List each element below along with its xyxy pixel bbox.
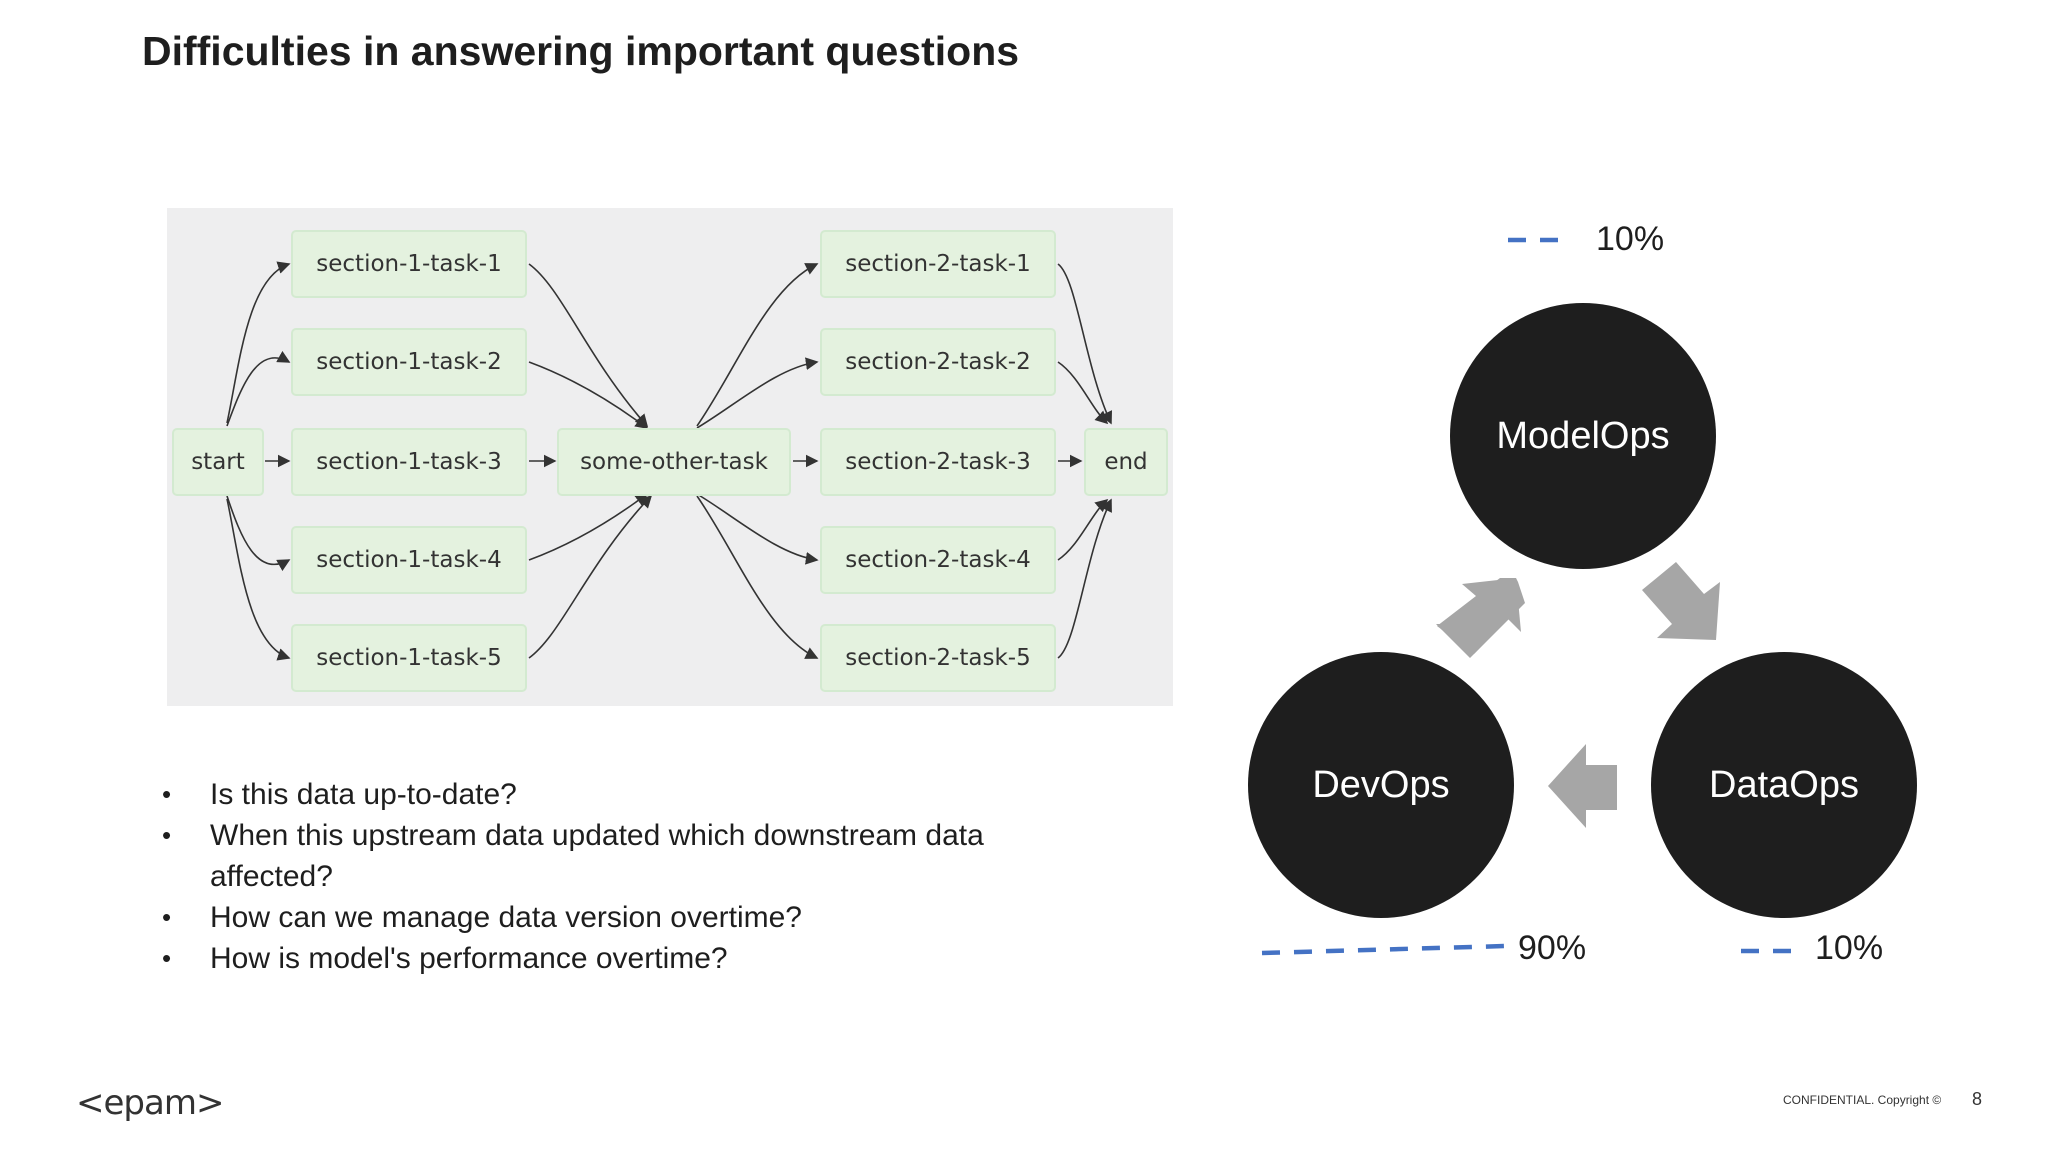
dag-diagram: start section-1-task-1 section-1-task-2 … bbox=[167, 208, 1173, 706]
edge bbox=[226, 261, 291, 424]
bullet-icon: • bbox=[162, 943, 172, 973]
dag-node-section-1-task-2: section-1-task-2 bbox=[291, 328, 527, 396]
confidential-notice: CONFIDENTIAL. Copyright © bbox=[1783, 1093, 1942, 1107]
edge bbox=[1057, 263, 1113, 425]
list-item: •Is this data up-to-date? bbox=[160, 774, 1110, 815]
edge bbox=[696, 263, 819, 427]
dag-node-some-other-task: some-other-task bbox=[557, 428, 791, 496]
edge bbox=[528, 494, 653, 659]
dag-node-section-2-task-4: section-2-task-4 bbox=[820, 526, 1056, 594]
arrow-left-icon bbox=[1548, 744, 1617, 828]
dag-node-section-1-task-1: section-1-task-1 bbox=[291, 230, 527, 298]
edge bbox=[528, 361, 649, 429]
bullet-icon: • bbox=[162, 902, 172, 932]
list-item: •How is model's performance overtime? bbox=[160, 938, 1110, 979]
dag-node-section-2-task-3: section-2-task-3 bbox=[820, 428, 1056, 496]
arrow-icons bbox=[1437, 562, 1720, 828]
dag-node-end: end bbox=[1084, 428, 1168, 496]
questions-list: •Is this data up-to-date? •When this ups… bbox=[160, 774, 1110, 979]
dataops-label: DataOps bbox=[1709, 763, 1859, 806]
slide-title: Difficulties in answering important ques… bbox=[142, 28, 1020, 74]
edge bbox=[696, 357, 819, 429]
edge bbox=[528, 263, 649, 428]
modelops-circle: ModelOps bbox=[1450, 303, 1716, 569]
page-number: 8 bbox=[1972, 1089, 1983, 1109]
edge bbox=[696, 493, 819, 565]
devops-percent: 90% bbox=[1518, 929, 1587, 967]
devops-dash-line bbox=[1261, 943, 1507, 956]
modelops-label: ModelOps bbox=[1496, 414, 1670, 457]
dag-node-section-1-task-5: section-1-task-5 bbox=[291, 624, 527, 692]
devops-label: DevOps bbox=[1312, 763, 1450, 806]
edge bbox=[528, 493, 649, 561]
arrow-up-right-icon bbox=[1437, 578, 1521, 654]
dataops-percent: 10% bbox=[1815, 929, 1884, 967]
epam-logo: <epam> bbox=[76, 1083, 224, 1123]
dag-node-section-1-task-4: section-1-task-4 bbox=[291, 526, 527, 594]
dag-node-section-2-task-5: section-2-task-5 bbox=[820, 624, 1056, 692]
bullet-icon: • bbox=[162, 820, 172, 850]
modelops-percent: 10% bbox=[1596, 220, 1665, 258]
list-item: •How can we manage data version overtime… bbox=[160, 897, 1110, 938]
dataops-circle: DataOps bbox=[1651, 652, 1917, 918]
edge bbox=[226, 495, 291, 572]
dag-node-start: start bbox=[172, 428, 264, 496]
bullet-icon: • bbox=[162, 779, 172, 809]
dag-edges bbox=[226, 261, 1113, 661]
devops-circle: DevOps bbox=[1248, 652, 1514, 918]
dag-node-section-2-task-2: section-2-task-2 bbox=[820, 328, 1056, 396]
edge bbox=[1057, 361, 1109, 425]
dag-node-section-2-task-1: section-2-task-1 bbox=[820, 230, 1056, 298]
edge bbox=[1057, 498, 1112, 659]
dag-node-section-1-task-3: section-1-task-3 bbox=[291, 428, 527, 496]
arrow-down-right-icon bbox=[1642, 562, 1720, 640]
edge bbox=[696, 495, 819, 659]
edge bbox=[226, 350, 291, 427]
edge bbox=[226, 498, 291, 661]
list-item: •When this upstream data updated which d… bbox=[160, 815, 1010, 897]
